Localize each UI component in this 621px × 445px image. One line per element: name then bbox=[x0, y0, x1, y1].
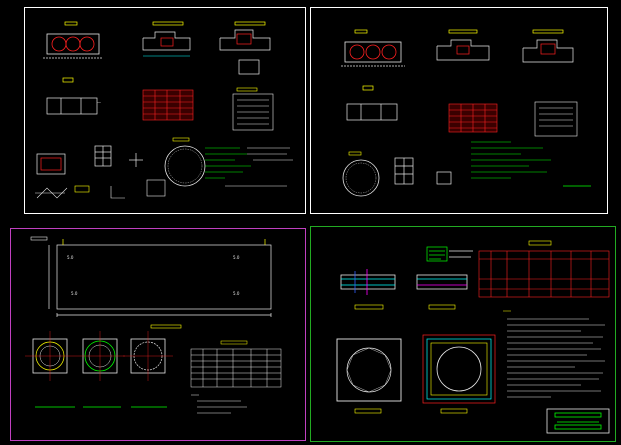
legend-green-box bbox=[426, 246, 473, 262]
reinforcement-box-2 bbox=[534, 101, 578, 137]
notes-block-2 bbox=[471, 141, 551, 179]
drawing-sheet-3[interactable]: 5.0 5.0 5.0 5.0 bbox=[10, 228, 306, 441]
manhole-detail-a bbox=[25, 331, 75, 381]
title-tag-1b bbox=[152, 21, 184, 26]
title-tag-1a bbox=[64, 21, 78, 26]
caption-tag-d bbox=[440, 408, 468, 414]
drawing-sheet-4[interactable] bbox=[310, 226, 616, 442]
step-section-1a bbox=[142, 31, 191, 57]
reinforcement-box-1 bbox=[232, 87, 274, 131]
title-block-4 bbox=[546, 408, 610, 434]
caption-tag-c bbox=[354, 408, 382, 414]
title-tag-2b bbox=[448, 29, 478, 34]
pipe-elevation-b bbox=[416, 274, 468, 290]
plan-note-1: — bbox=[97, 100, 101, 105]
notes-block-1 bbox=[205, 147, 293, 179]
culvert-section-1 bbox=[43, 33, 103, 59]
square-chamber-b bbox=[422, 334, 496, 404]
notes-block-4 bbox=[503, 310, 605, 398]
plan-view-2 bbox=[346, 85, 398, 121]
step-section-2a bbox=[436, 39, 490, 61]
plan-view-1 bbox=[46, 77, 98, 115]
step-section-1b bbox=[219, 29, 271, 75]
pipe-circle-1 bbox=[164, 137, 206, 187]
small-details-1 bbox=[35, 179, 166, 199]
drawing-sheet-2[interactable] bbox=[310, 7, 608, 214]
sheet-1-drawing: — bbox=[35, 21, 293, 199]
sheet-3-drawing: 5.0 5.0 5.0 5.0 bbox=[25, 236, 282, 414]
pipe-circle-2 bbox=[342, 151, 380, 197]
caption-tag-a bbox=[354, 304, 384, 310]
slab-plan bbox=[48, 239, 272, 317]
dim-top-left: 5.0 bbox=[67, 255, 74, 260]
pipe-elevation-a bbox=[340, 269, 396, 295]
title-tag-1c bbox=[234, 21, 266, 26]
title-tag-2c bbox=[532, 29, 564, 34]
notes-block-3 bbox=[191, 394, 247, 414]
dim-mid-right: 5.0 bbox=[233, 291, 240, 296]
detail-frame-1 bbox=[36, 145, 143, 175]
red-quantity-table-1 bbox=[142, 89, 194, 121]
rebar-table bbox=[190, 340, 282, 388]
step-section-2b bbox=[522, 39, 574, 63]
detail-frame-2 bbox=[394, 157, 452, 185]
manhole-detail-b bbox=[75, 331, 125, 381]
drawing-sheet-1[interactable]: — bbox=[24, 7, 306, 214]
dim-top-right: 5.0 bbox=[233, 255, 240, 260]
material-table bbox=[478, 240, 610, 298]
sheet-3-tag bbox=[30, 236, 48, 241]
sheet-2-drawing bbox=[341, 29, 591, 197]
manhole-detail-c bbox=[123, 331, 173, 381]
red-quantity-table-2 bbox=[448, 103, 498, 133]
sheet-4-drawing bbox=[336, 240, 610, 434]
dim-mid-left: 5.0 bbox=[71, 291, 78, 296]
caption-tag-b bbox=[428, 304, 456, 310]
culvert-section-2 bbox=[341, 41, 405, 67]
title-tag-2a bbox=[354, 29, 368, 34]
square-chamber-a bbox=[336, 338, 402, 402]
section-title-tag bbox=[150, 324, 182, 329]
